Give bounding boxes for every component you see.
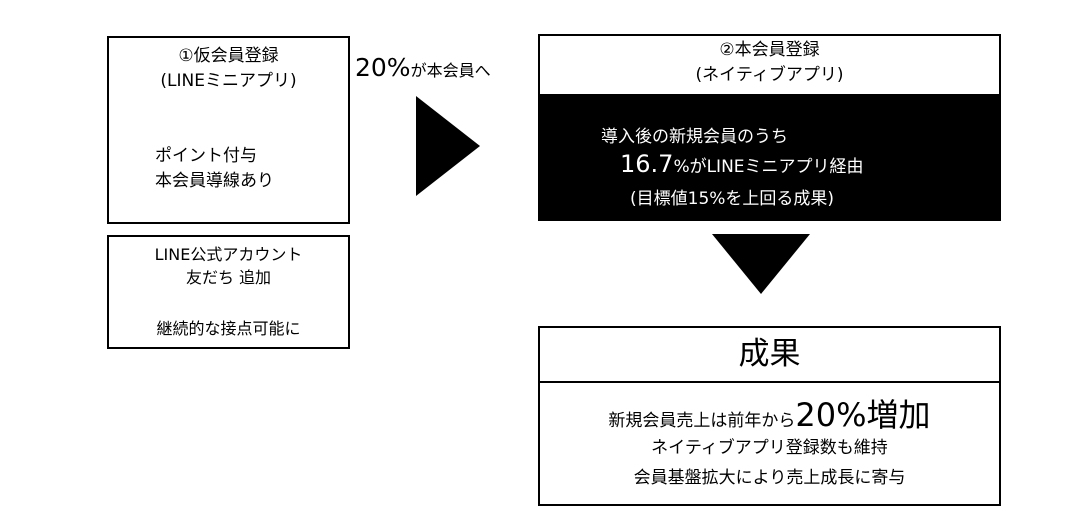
line-official-account-note: 継続的な接点可能に (156, 319, 301, 338)
outcome-line-2: ネイティブアプリ登録数も維持 (651, 438, 888, 458)
outcome-highlight: 20%増加 (795, 396, 931, 434)
title-line-1: LINE公式アカウント (154, 245, 303, 264)
body-line-1: ポイント付与 (155, 146, 257, 166)
result-line-2: 16.7%がLINEミニアプリ経由 (620, 150, 864, 178)
title-line-1: ①仮会員登録 (178, 46, 279, 66)
result-percent-text: %がLINEミニアプリ経由 (673, 157, 864, 177)
outcome-line-1: 新規会員売上は前年から20%増加 (540, 390, 999, 436)
down-arrow-icon (712, 234, 810, 294)
result-percent: 16.7 (620, 150, 674, 178)
full-registration-box: ②本会員登録 (ネイティブアプリ) 導入後の新規会員のうち 16.7%がLINE… (538, 34, 1001, 221)
conversion-text: が本会員へ (410, 61, 491, 80)
line-official-account-title: LINE公式アカウント 友だち 追加 (109, 243, 348, 289)
line-official-account-box: LINE公式アカウント 友だち 追加 継続的な接点可能に (107, 235, 350, 349)
title-line-1: ②本会員登録 (719, 40, 820, 60)
body-line-2: 本会員導線あり (155, 171, 274, 191)
outcome-box: 成果 新規会員売上は前年から20%増加 ネイティブアプリ登録数も維持 会員基盤拡… (538, 326, 1001, 506)
provisional-registration-title: ①仮会員登録 (LINEミニアプリ) (109, 44, 348, 94)
full-registration-title: ②本会員登録 (ネイティブアプリ) (540, 36, 999, 94)
full-registration-result-panel: 導入後の新規会員のうち 16.7%がLINEミニアプリ経由 (目標値15%を上回… (540, 94, 999, 219)
provisional-registration-body: ポイント付与 本会員導線あり (155, 144, 274, 194)
title-line-2: (ネイティブアプリ) (695, 65, 844, 85)
provisional-registration-box: ①仮会員登録 (LINEミニアプリ) ポイント付与 本会員導線あり (107, 36, 350, 224)
title-line-2: (LINEミニアプリ) (160, 71, 297, 91)
right-arrow-icon (416, 96, 480, 196)
result-line-3: (目標値15%を上回る成果) (630, 189, 835, 209)
outcome-title: 成果 (540, 328, 999, 383)
conversion-percent: 20% (355, 53, 411, 82)
result-line-1: 導入後の新規会員のうち (601, 127, 788, 147)
outcome-line-3: 会員基盤拡大により売上成長に寄与 (633, 468, 906, 488)
outcome-line-1-prefix: 新規会員売上は前年から (608, 411, 796, 431)
conversion-label: 20%が本会員へ (355, 53, 491, 82)
title-line-2: 友だち 追加 (185, 268, 272, 287)
